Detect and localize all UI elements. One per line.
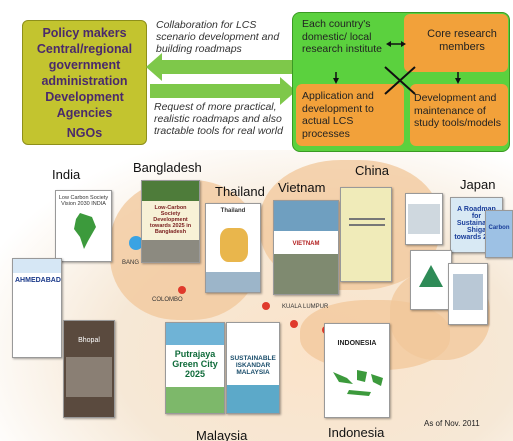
report-title: Bhopal xyxy=(78,337,100,344)
cover-photo xyxy=(408,204,440,234)
marker-dot xyxy=(262,302,270,310)
report-cover-bangladesh: Low-Carbon Society Development towards 2… xyxy=(141,180,200,263)
report-title: AHMEDABAD xyxy=(15,277,61,284)
research-relations xyxy=(333,41,461,95)
policy-line: Agencies xyxy=(56,105,113,120)
report-cover-ahmedabad: AHMEDABAD xyxy=(12,258,62,358)
collaboration-arrow xyxy=(160,60,296,74)
country-label-china: China xyxy=(355,163,389,178)
report-title: Carbon xyxy=(488,225,510,231)
city-label: BANG xyxy=(122,260,140,266)
arrow-tip xyxy=(386,41,391,47)
marker-dot xyxy=(129,236,143,250)
indonesia-map-icon xyxy=(333,370,383,396)
report-cover-japan-2 xyxy=(410,250,452,310)
marker-dot xyxy=(178,286,186,294)
request-label: Request of more practical, realistic roa… xyxy=(154,101,283,137)
cover-photo xyxy=(66,357,112,397)
application-label: Application and development to actual LC… xyxy=(302,90,374,140)
core-members-cell: Core research members xyxy=(404,14,508,72)
institute-cell: Each country's domestic/ local research … xyxy=(302,18,382,55)
report-cover-putrajaya: Putrajaya Green City 2025 xyxy=(165,322,225,414)
report-cover-iskandar: SUSTAINABLE ISKANDAR MALAYSIA xyxy=(226,322,280,414)
cover-photo xyxy=(206,272,260,292)
country-label-thailand: Thailand xyxy=(215,184,265,199)
cover-photo xyxy=(274,201,338,231)
policy-makers-box: Policy makers Central/regional governmen… xyxy=(22,20,147,145)
country-label-india: India xyxy=(52,167,81,182)
arrow-tip xyxy=(401,41,406,47)
as-of-date: As of Nov. 2011 xyxy=(424,419,480,428)
report-cover-india: Low Carbon Society Vision 2030 INDIA xyxy=(55,190,112,262)
cover-map xyxy=(220,228,248,262)
cover-photo xyxy=(166,323,224,345)
cross-line xyxy=(384,66,416,95)
report-cover-vietnam: VIETNAM xyxy=(273,200,339,295)
cover-text-lines xyxy=(349,218,385,220)
arrow-tip xyxy=(333,78,339,84)
city-label: KUALA LUMPUR xyxy=(282,304,329,310)
cover-photo xyxy=(453,274,483,310)
report-title: Low-Carbon Society Development towards 2… xyxy=(149,205,192,235)
policy-line: government xyxy=(48,57,121,72)
development-cell: Development and maintenance of study too… xyxy=(410,84,508,146)
country-label-bangladesh: Bangladesh xyxy=(133,160,202,175)
report-title: Low Carbon Society Vision 2030 INDIA xyxy=(58,195,109,207)
report-title: INDONESIA xyxy=(337,340,377,347)
city-label: COLOMBO xyxy=(152,297,183,303)
policy-line: NGOs xyxy=(66,125,103,140)
country-label-japan: Japan xyxy=(460,177,496,192)
request-arrow xyxy=(150,84,282,98)
cover-photo xyxy=(274,254,338,294)
cover-photo xyxy=(142,181,199,201)
cover-text-lines xyxy=(349,224,385,226)
development-label: Development and maintenance of study too… xyxy=(414,92,501,129)
policy-line: Policy makers xyxy=(42,25,127,40)
policy-line: Development xyxy=(45,89,124,104)
cover-band xyxy=(13,259,61,273)
report-title: SUSTAINABLE ISKANDAR MALAYSIA xyxy=(230,355,276,376)
cover-photo xyxy=(142,240,199,262)
report-cover-japan-4: Carbon xyxy=(485,210,513,258)
report-cover-bhopal: Bhopal xyxy=(63,320,115,418)
policy-line: Central/regional xyxy=(36,41,133,56)
arrow-head-left xyxy=(146,53,162,81)
report-title: VIETNAM xyxy=(292,241,320,247)
collaboration-label: Collaboration for LCS scenario developme… xyxy=(156,19,280,55)
india-map-icon xyxy=(74,213,96,249)
country-label-malaysia: Malaysia xyxy=(196,428,248,441)
cover-photo xyxy=(227,385,279,413)
cover-triangle xyxy=(419,265,443,287)
country-label-vietnam: Vietnam xyxy=(278,180,326,195)
report-cover-japan-3 xyxy=(448,263,488,325)
report-title: A Roadmap for Sustainable Shiga towards … xyxy=(454,206,499,241)
report-cover-indonesia: INDONESIA xyxy=(324,323,390,418)
country-label-indonesia: Indonesia xyxy=(328,425,385,440)
arrow-tip xyxy=(455,78,461,84)
policy-line: administration xyxy=(41,73,128,88)
report-title: Thailand xyxy=(220,208,246,214)
core-members-label: Core research members xyxy=(427,28,497,53)
cover-photo xyxy=(166,387,224,413)
report-cover-japan-1 xyxy=(405,193,443,245)
marker-dot xyxy=(290,320,298,328)
report-cover-thailand: Thailand xyxy=(205,203,261,293)
report-title: Putrajaya Green City 2025 xyxy=(172,349,218,379)
report-cover-china xyxy=(340,187,392,282)
